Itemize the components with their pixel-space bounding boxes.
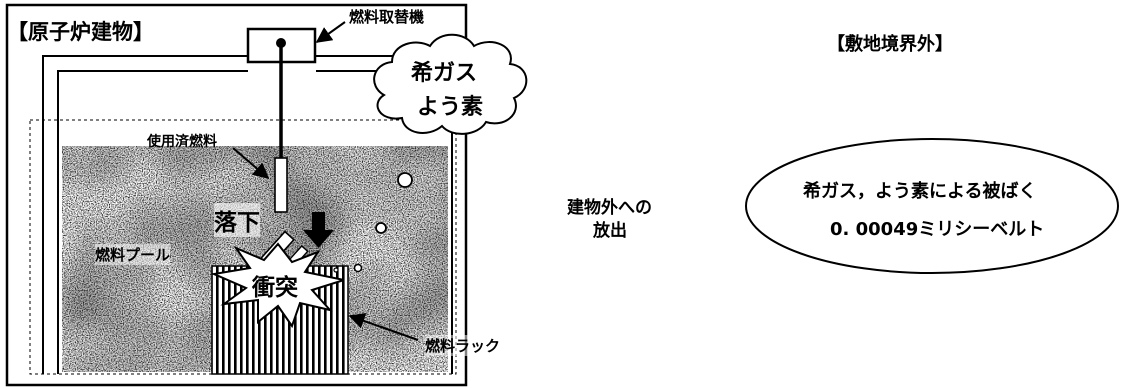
collision-burst bbox=[210, 242, 345, 329]
fall-label: 落下 bbox=[214, 203, 260, 237]
bubble bbox=[397, 172, 413, 188]
site-boundary-title: 【敷地境界外】 bbox=[827, 34, 953, 55]
refueling-machine-pointer bbox=[315, 21, 346, 43]
collision-label: 衝突 bbox=[252, 275, 298, 301]
refueling-machine-label: 燃料取替機 bbox=[349, 8, 425, 26]
exposure-label: 希ガス，よう素による被ばく bbox=[803, 181, 1037, 202]
building-title: 【原子炉建物】 bbox=[7, 20, 154, 44]
building-inner-wall-2 bbox=[57, 70, 248, 374]
fuel-rack-label: 燃料ラック bbox=[425, 335, 501, 356]
pool-outline bbox=[29, 119, 457, 375]
building-inner-wall bbox=[42, 55, 248, 374]
site-boundary-ellipse bbox=[745, 138, 1119, 274]
spent-fuel-pointer bbox=[232, 147, 270, 180]
spent-fuel-assembly bbox=[274, 157, 288, 213]
spent-fuel-label: 使用済燃料 bbox=[147, 134, 217, 150]
fuel-pool-label: 燃料プール bbox=[95, 244, 171, 265]
reactor-building-frame bbox=[5, 3, 468, 387]
dose-value: 0. 00049ミリシーベルト bbox=[830, 219, 1045, 240]
release-label-line2: 放出 bbox=[593, 221, 627, 241]
down-arrow-icon bbox=[303, 212, 334, 248]
gas-cloud bbox=[373, 33, 528, 135]
release-label-line1: 建物外への bbox=[567, 198, 652, 218]
gas-cloud-label-2: よう素 bbox=[417, 95, 484, 120]
fuel-rack-pointer bbox=[348, 313, 419, 341]
bubble bbox=[375, 222, 387, 234]
gas-cloud-label-1: 希ガス bbox=[411, 61, 478, 86]
bubble bbox=[333, 267, 339, 273]
bubble bbox=[353, 263, 363, 273]
